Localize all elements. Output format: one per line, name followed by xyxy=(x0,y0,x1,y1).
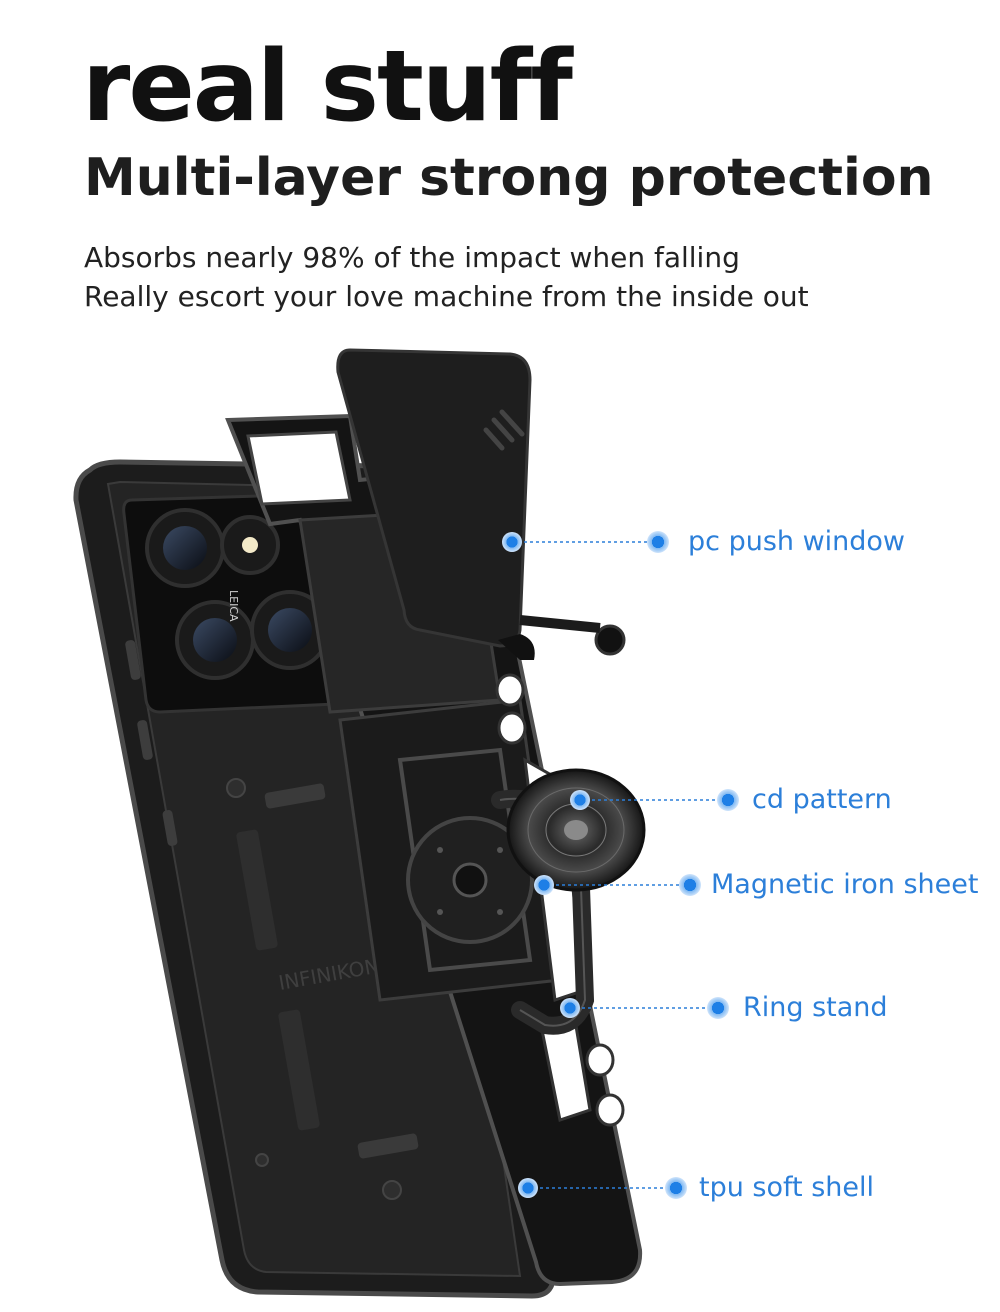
description-line-2: Really escort your love machine from the… xyxy=(84,280,809,313)
camera-module: LEICA xyxy=(122,492,352,714)
phone-case-illustration: INFINIKONG LEICA xyxy=(73,348,739,1299)
callout-dot xyxy=(647,531,669,553)
callout-dot xyxy=(570,790,590,810)
callout-cd-pattern: cd pattern xyxy=(752,784,892,815)
callout-dot xyxy=(717,789,739,811)
callout-dot xyxy=(665,1177,687,1199)
subheadline: Multi-layer strong protection xyxy=(84,148,934,208)
callout-dot xyxy=(560,998,580,1018)
pc-push-window xyxy=(336,348,626,660)
callout-leader-magnetic-iron-sheet xyxy=(534,874,701,896)
callout-dot xyxy=(707,997,729,1019)
camera-brand-mark: LEICA xyxy=(227,590,240,622)
magnetic-iron-sheet xyxy=(406,816,534,944)
callout-magnetic-iron-sheet: Magnetic iron sheet xyxy=(711,869,979,900)
headline: real stuff xyxy=(82,30,573,144)
callout-ring-stand: Ring stand xyxy=(743,992,888,1023)
callout-leader-ring-stand xyxy=(560,997,729,1019)
callout-leader-tpu-soft-shell xyxy=(518,1177,687,1199)
description-line-1: Absorbs nearly 98% of the impact when fa… xyxy=(84,241,740,274)
callout-pc-push-window: pc push window xyxy=(688,526,906,557)
cd-pattern-disc xyxy=(506,768,646,892)
description: Absorbs nearly 98% of the impact when fa… xyxy=(84,238,809,316)
callout-dot xyxy=(679,874,701,896)
callout-dot xyxy=(502,532,522,552)
callout-leader-cd-pattern xyxy=(570,789,739,811)
callout-tpu-soft-shell: tpu soft shell xyxy=(699,1172,874,1203)
callout-dot xyxy=(534,875,554,895)
callout-dot xyxy=(518,1178,538,1198)
callout-leader-pc-push-window xyxy=(502,531,669,553)
